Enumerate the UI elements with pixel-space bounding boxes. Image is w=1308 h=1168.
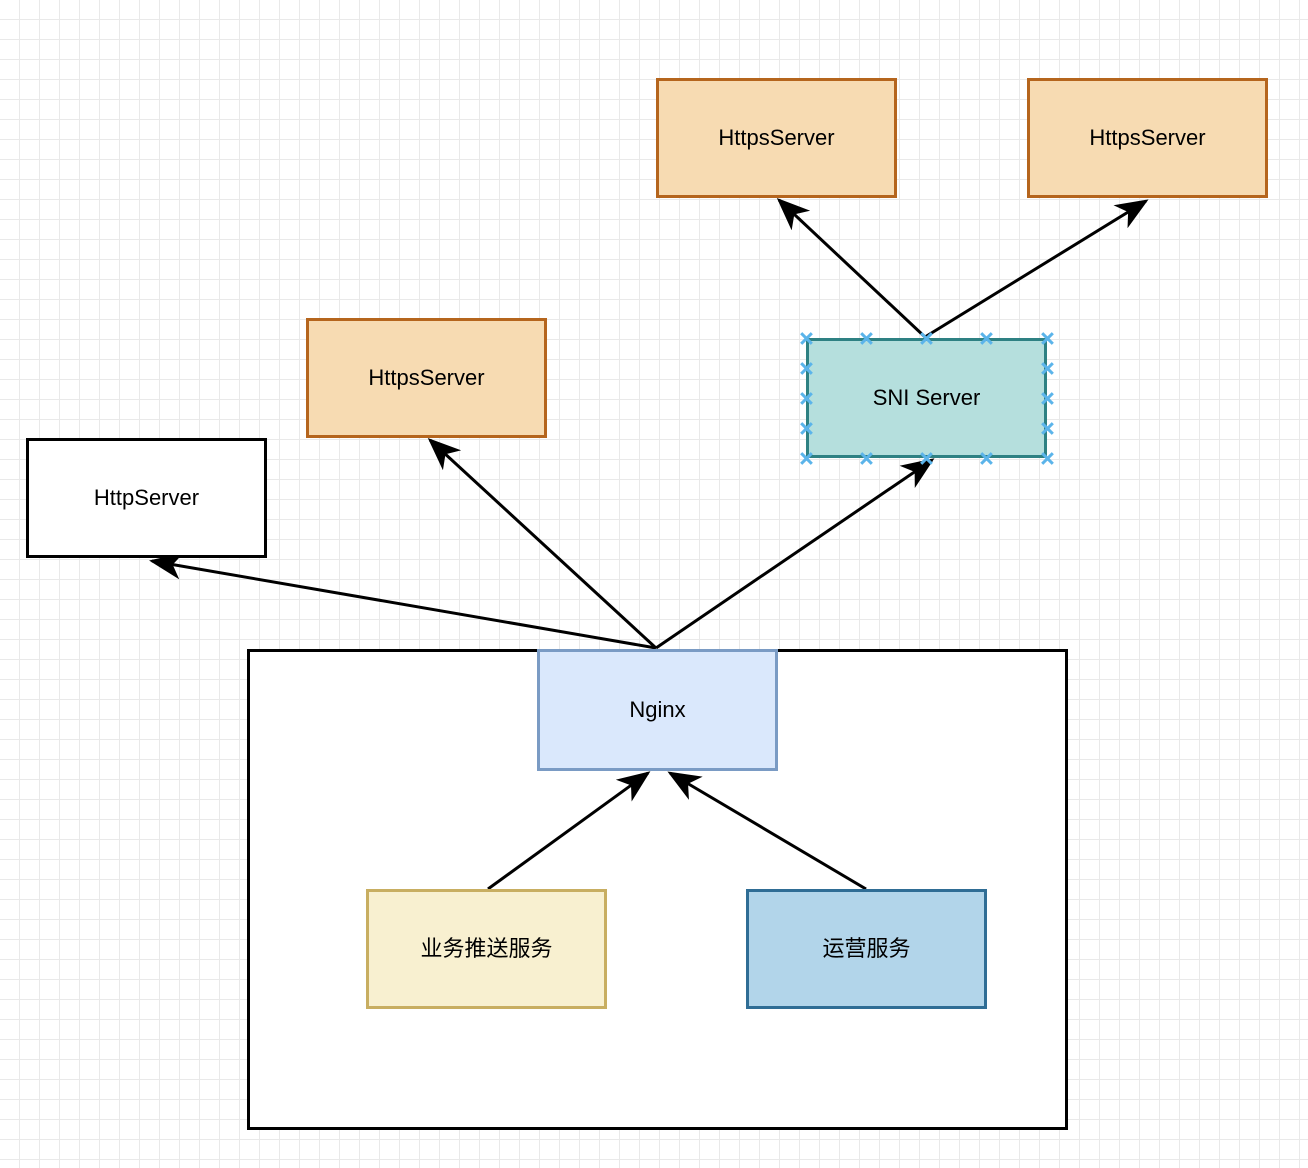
- node-business-push-service[interactable]: 业务推送服务: [366, 889, 607, 1009]
- node-label-https-server-top-right: HttpsServer: [1089, 124, 1206, 150]
- edge-nginx-to-http-server[interactable]: [149, 552, 657, 650]
- node-label-sni-server: SNI Server: [872, 384, 981, 410]
- node-https-server-mid-left[interactable]: HttpsServer: [306, 318, 547, 438]
- node-https-server-top-center[interactable]: HttpsServer: [656, 78, 897, 198]
- node-label-operations-service: 运营服务: [822, 935, 911, 961]
- node-nginx[interactable]: Nginx: [537, 649, 778, 771]
- node-http-server[interactable]: HttpServer: [26, 438, 267, 558]
- node-sni-server[interactable]: SNI Server: [806, 338, 1047, 458]
- edge-sni-to-https-top-center[interactable]: [776, 197, 927, 339]
- node-label-https-server-top-center: HttpsServer: [718, 124, 835, 150]
- edge-nginx-to-https-mid-left[interactable]: [427, 437, 658, 650]
- edge-nginx-to-sni-server[interactable]: [655, 458, 935, 650]
- node-operations-service[interactable]: 运营服务: [746, 889, 987, 1009]
- node-label-business-push-service: 业务推送服务: [420, 935, 553, 961]
- node-label-nginx: Nginx: [629, 696, 686, 722]
- node-label-http-server: HttpServer: [93, 484, 200, 510]
- node-https-server-top-right[interactable]: HttpsServer: [1027, 78, 1268, 198]
- node-label-https-server-mid-left: HttpsServer: [368, 364, 485, 390]
- edge-sni-to-https-top-right[interactable]: [924, 199, 1149, 339]
